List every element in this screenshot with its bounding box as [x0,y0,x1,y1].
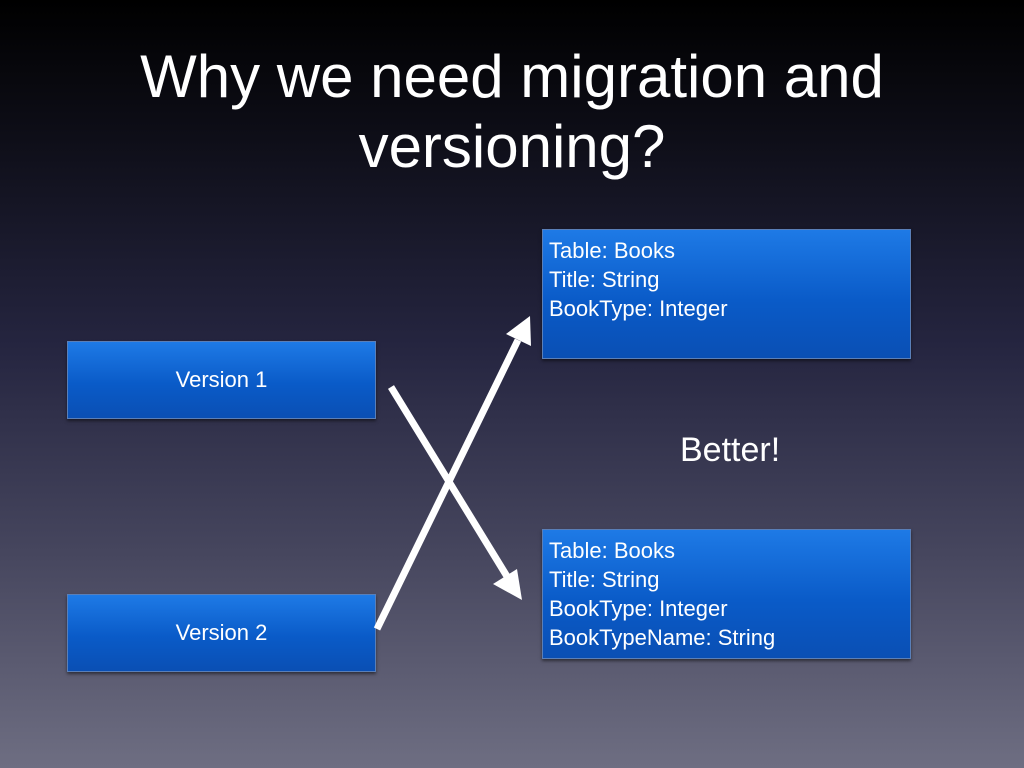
slide-title-line-2: versioning? [358,113,666,180]
slide-title: Why we need migration and versioning? [0,42,1024,182]
arrowhead-top-icon [506,316,531,346]
version-2-label: Version 2 [175,620,268,645]
schema-bottom-line: BookTypeName: String [549,625,776,650]
schema-box-bottom: Table: Books Title: String BookType: Int… [542,529,911,659]
arrow-v2-to-top-schema [373,338,522,631]
schema-bottom-line: BookType: Integer [549,596,728,621]
version-1-label: Version 1 [175,367,268,392]
schema-top-line: BookType: Integer [549,296,728,321]
schema-bottom-line: Table: Books [549,538,675,563]
version-1-box: Version 1 [67,341,376,419]
version-2-box: Version 2 [67,594,376,672]
schema-top-line: Title: String [549,267,660,292]
arrowhead-bottom-icon [493,569,522,600]
schema-box-top: Table: Books Title: String BookType: Int… [542,229,911,359]
slide-title-line-1: Why we need migration and [140,43,884,110]
schema-top-line: Table: Books [549,238,675,263]
schema-bottom-line: Title: String [549,567,660,592]
better-annotation: Better! [680,431,781,469]
